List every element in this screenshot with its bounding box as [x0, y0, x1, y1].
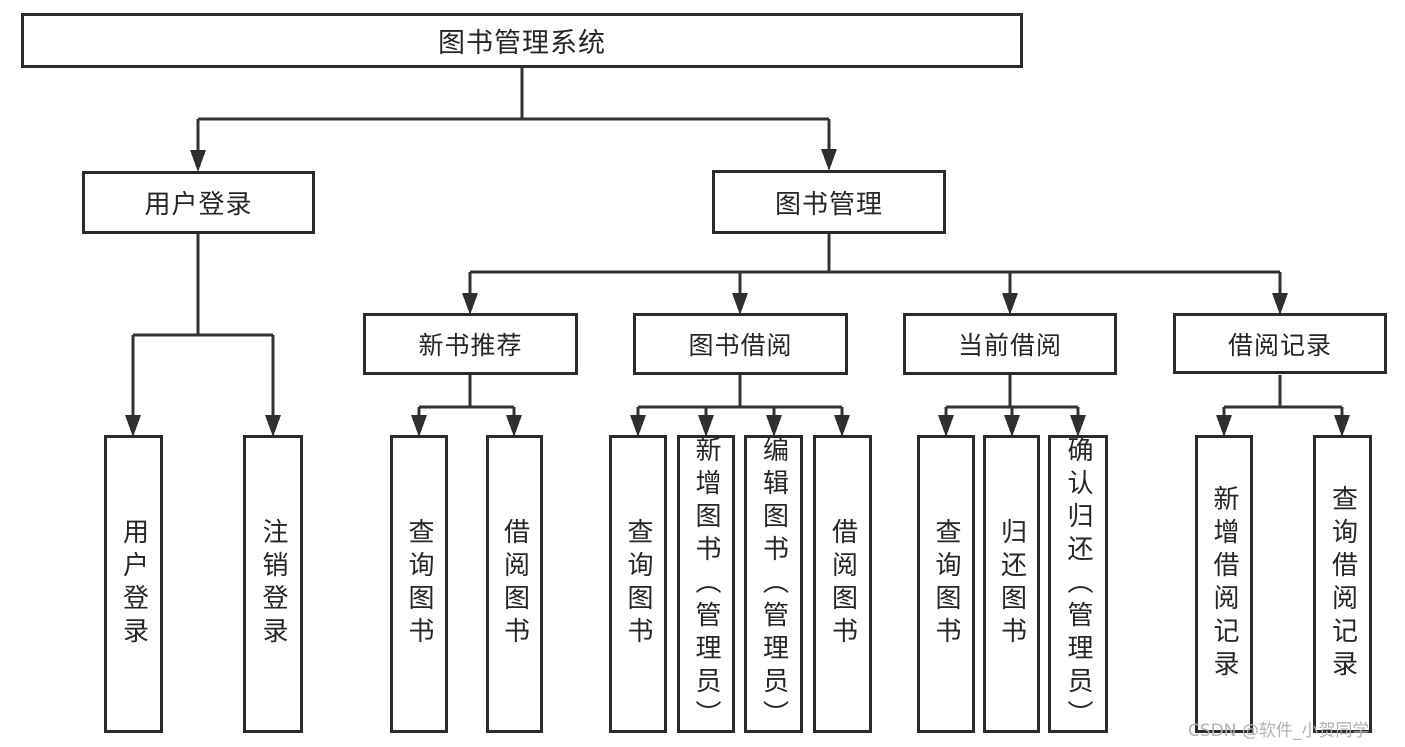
arrowhead-icon	[938, 415, 954, 437]
connector-lines	[131, 68, 1344, 417]
arrowhead-icon	[411, 415, 427, 437]
arrowhead-icon	[834, 415, 850, 437]
arrowhead-icon	[698, 415, 714, 437]
arrowhead-icon	[630, 415, 646, 437]
node-user-login: 用户登录	[82, 171, 315, 234]
node-borrow-records: 借阅记录	[1173, 313, 1387, 374]
leaf-current-return-book: 归还图书	[983, 435, 1040, 733]
leaf-borrow-add-book-admin: 新增图书（管理员）	[677, 435, 735, 733]
leaf-logout-login: 注销登录	[243, 435, 303, 733]
arrowhead-icon	[506, 415, 522, 437]
node-current-borrow: 当前借阅	[903, 313, 1117, 375]
arrowhead-icon	[125, 415, 141, 437]
leaf-records-query-record: 查询借阅记录	[1313, 435, 1372, 733]
leaf-borrow-edit-book-admin: 编辑图书（管理员）	[744, 435, 803, 733]
node-new-book-recommend: 新书推荐	[363, 313, 578, 375]
arrowheads	[125, 149, 1350, 437]
node-library-management-system: 图书管理系统	[21, 13, 1023, 68]
arrowhead-icon	[1004, 415, 1020, 437]
arrowhead-icon	[1334, 415, 1350, 437]
leaf-borrow-borrow-book: 借阅图书	[813, 435, 872, 733]
leaf-borrow-query-book: 查询图书	[609, 435, 667, 733]
arrowhead-icon	[1002, 293, 1018, 315]
arrowhead-icon	[1216, 415, 1232, 437]
leaf-recommend-query-book: 查询图书	[390, 435, 448, 733]
leaf-recommend-borrow-book: 借阅图书	[486, 435, 543, 733]
node-book-management: 图书管理	[712, 170, 946, 234]
arrowhead-icon	[1272, 293, 1288, 315]
leaf-current-confirm-return-admin: 确认归还（管理员）	[1048, 435, 1108, 733]
arrowhead-icon	[732, 293, 748, 315]
arrowhead-icon	[190, 150, 206, 172]
csdn-watermark: CSDN @软件_小贺同学	[1188, 721, 1370, 741]
leaf-records-add-record: 新增借阅记录	[1195, 435, 1253, 733]
leaf-user-login: 用户登录	[104, 435, 163, 733]
arrowhead-icon	[821, 149, 837, 171]
leaf-current-query-book: 查询图书	[917, 435, 975, 733]
arrowhead-icon	[766, 415, 782, 437]
arrowhead-icon	[265, 415, 281, 437]
node-book-borrow: 图书借阅	[633, 313, 848, 375]
arrowhead-icon	[1070, 415, 1086, 437]
arrowhead-icon	[462, 293, 478, 315]
